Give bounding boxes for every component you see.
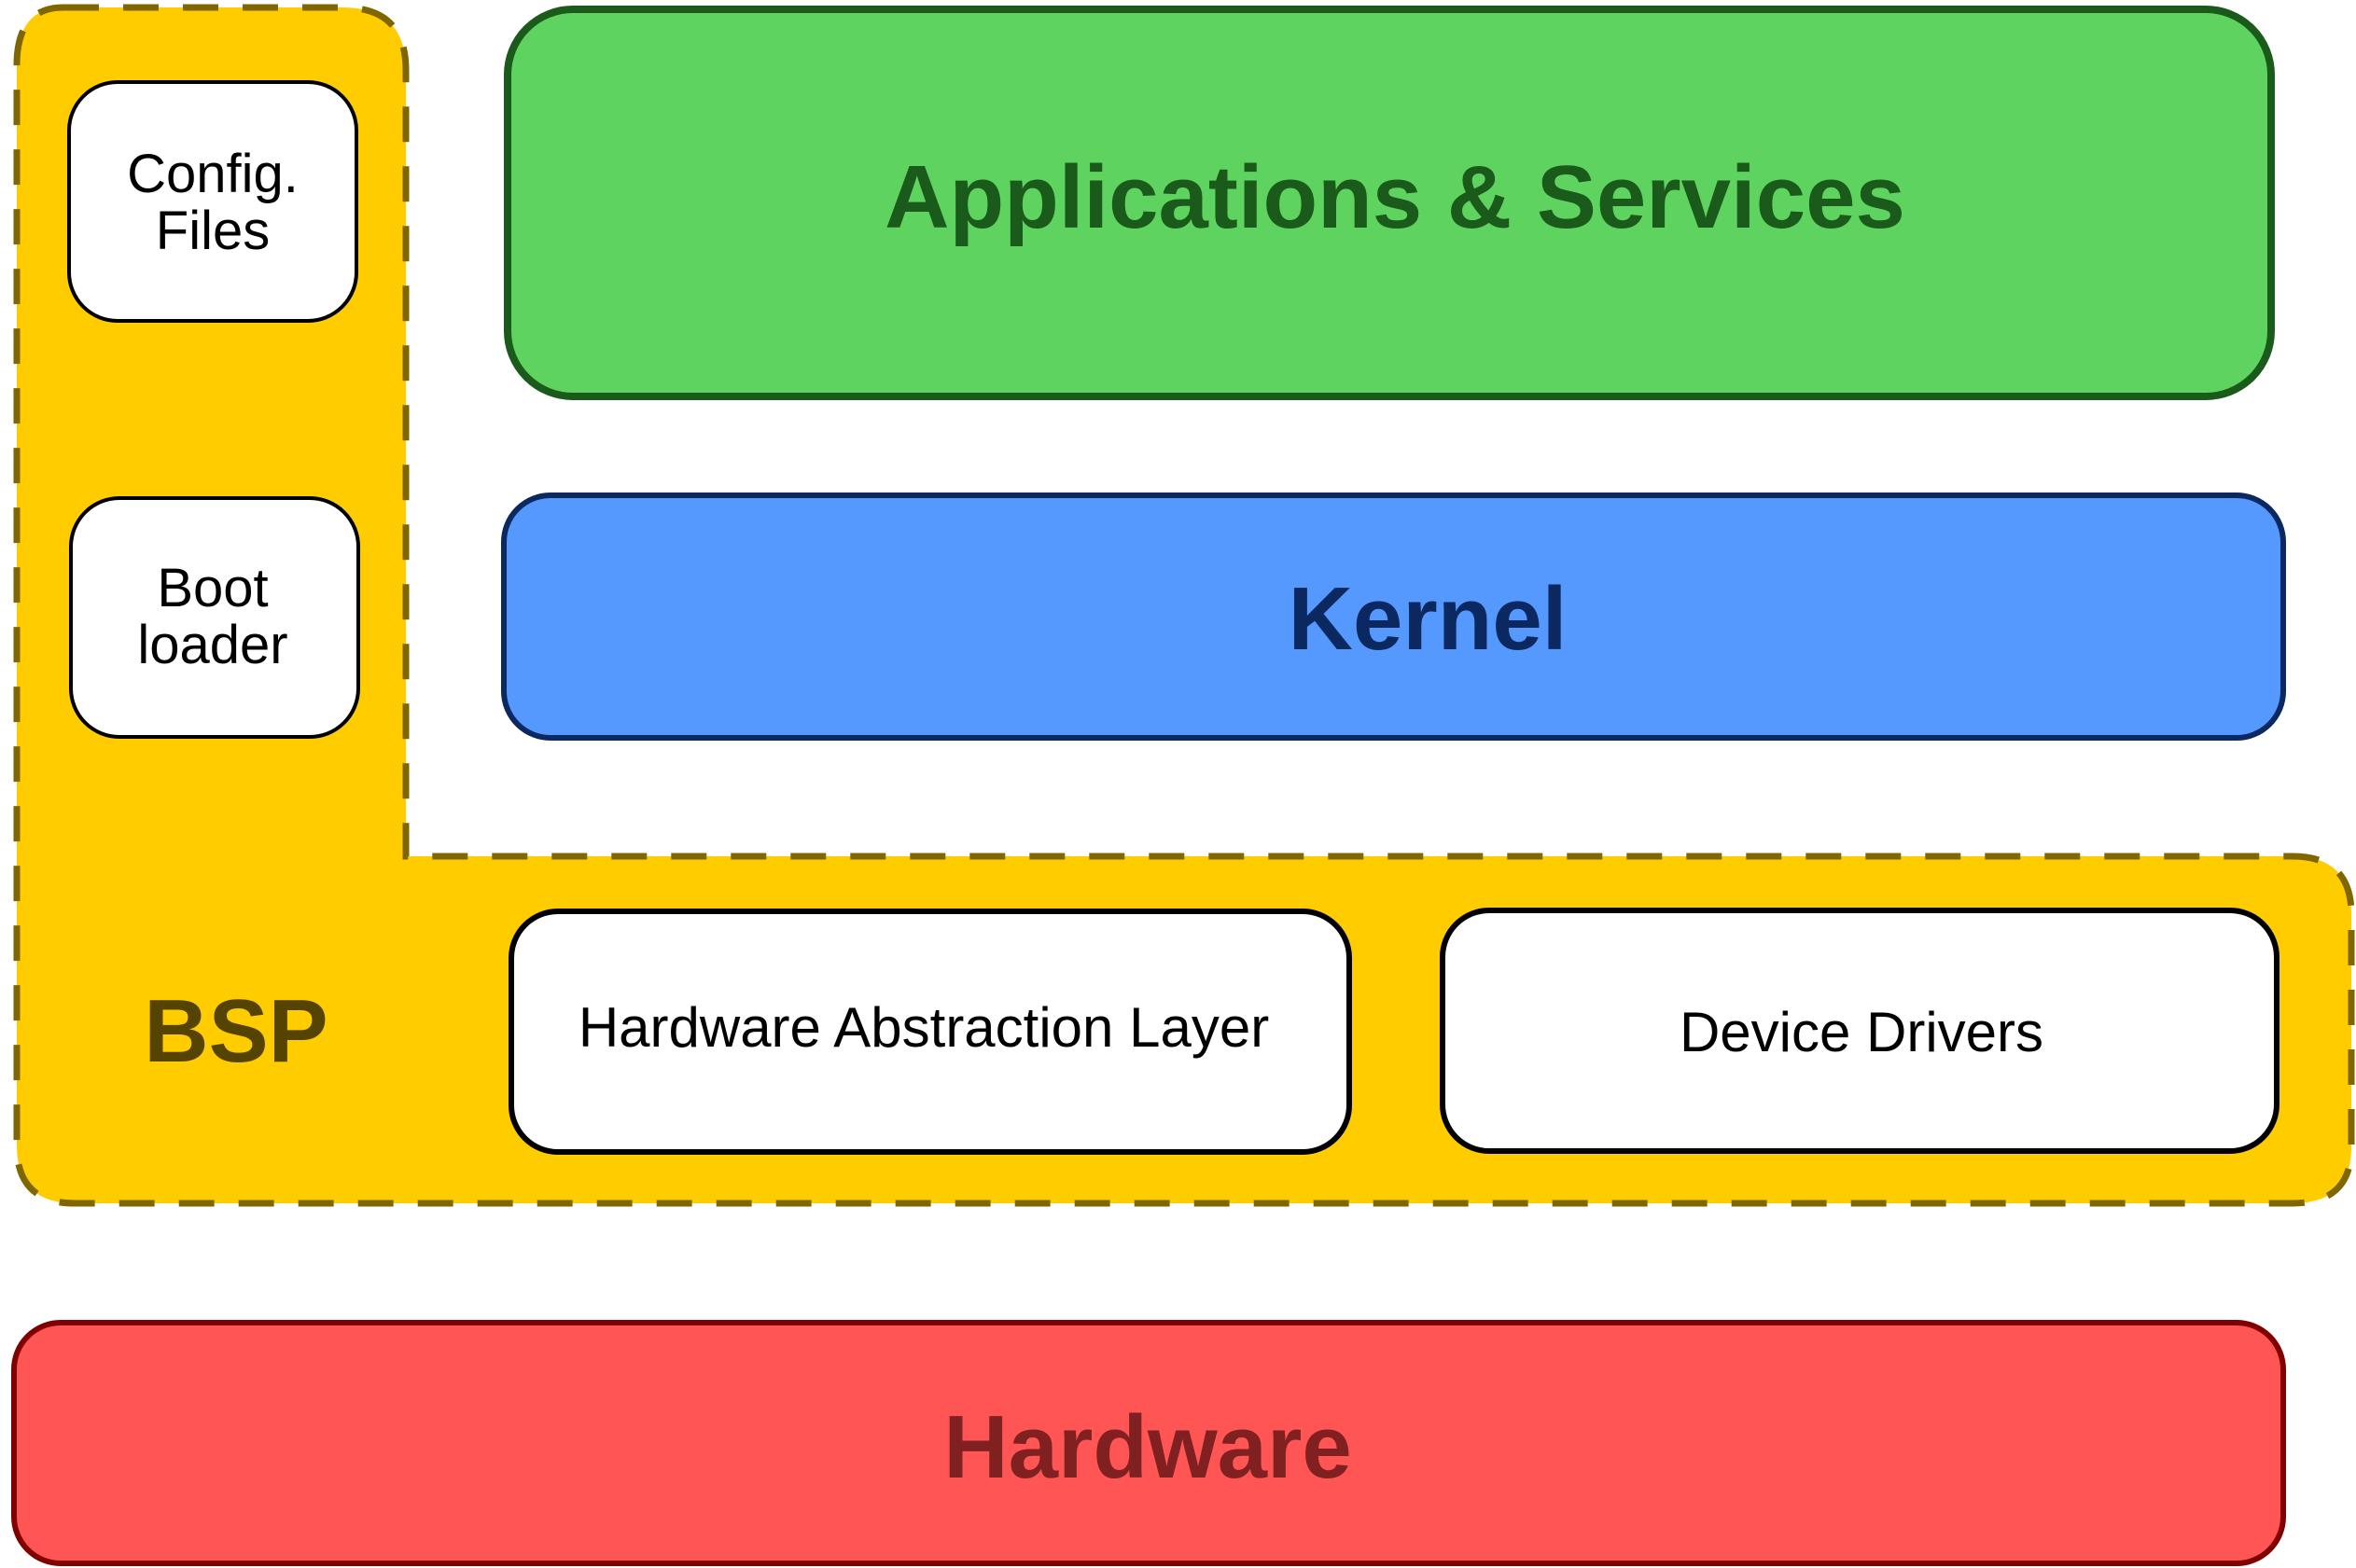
boot-loader-component: Boot loader — [69, 496, 360, 739]
hardware-box — [11, 1320, 2286, 1566]
bsp-region — [13, 4, 2355, 1207]
applications-services-label: Applications & Services — [885, 147, 1905, 247]
hal-component: Hardware Abstraction Layer — [509, 909, 1352, 1155]
device-drivers-box — [1440, 908, 2279, 1154]
config-files-label-line1: Config. — [127, 144, 299, 204]
kernel-label: Kernel — [1289, 569, 1568, 669]
hardware-layer: Hardware — [11, 1320, 2286, 1566]
hal-box — [509, 909, 1352, 1155]
boot-loader-label-line1: Boot — [157, 558, 268, 618]
config-files-box — [67, 80, 358, 323]
config-files-component: Config. Files — [67, 80, 358, 323]
hal-label: Hardware Abstraction Layer — [579, 996, 1269, 1059]
config-files-label-line2: Files — [156, 201, 270, 261]
boot-loader-label-line2: loader — [137, 615, 287, 675]
applications-services-box — [504, 6, 2275, 400]
device-drivers-component: Device Drivers — [1440, 908, 2279, 1154]
kernel-box — [501, 493, 2286, 741]
kernel-layer: Kernel — [501, 493, 2286, 741]
bsp-label: BSP — [144, 981, 328, 1081]
boot-loader-box — [69, 496, 360, 739]
hardware-label: Hardware — [943, 1397, 1352, 1497]
device-drivers-label: Device Drivers — [1680, 1001, 2043, 1063]
applications-services-layer: Applications & Services — [504, 6, 2275, 400]
